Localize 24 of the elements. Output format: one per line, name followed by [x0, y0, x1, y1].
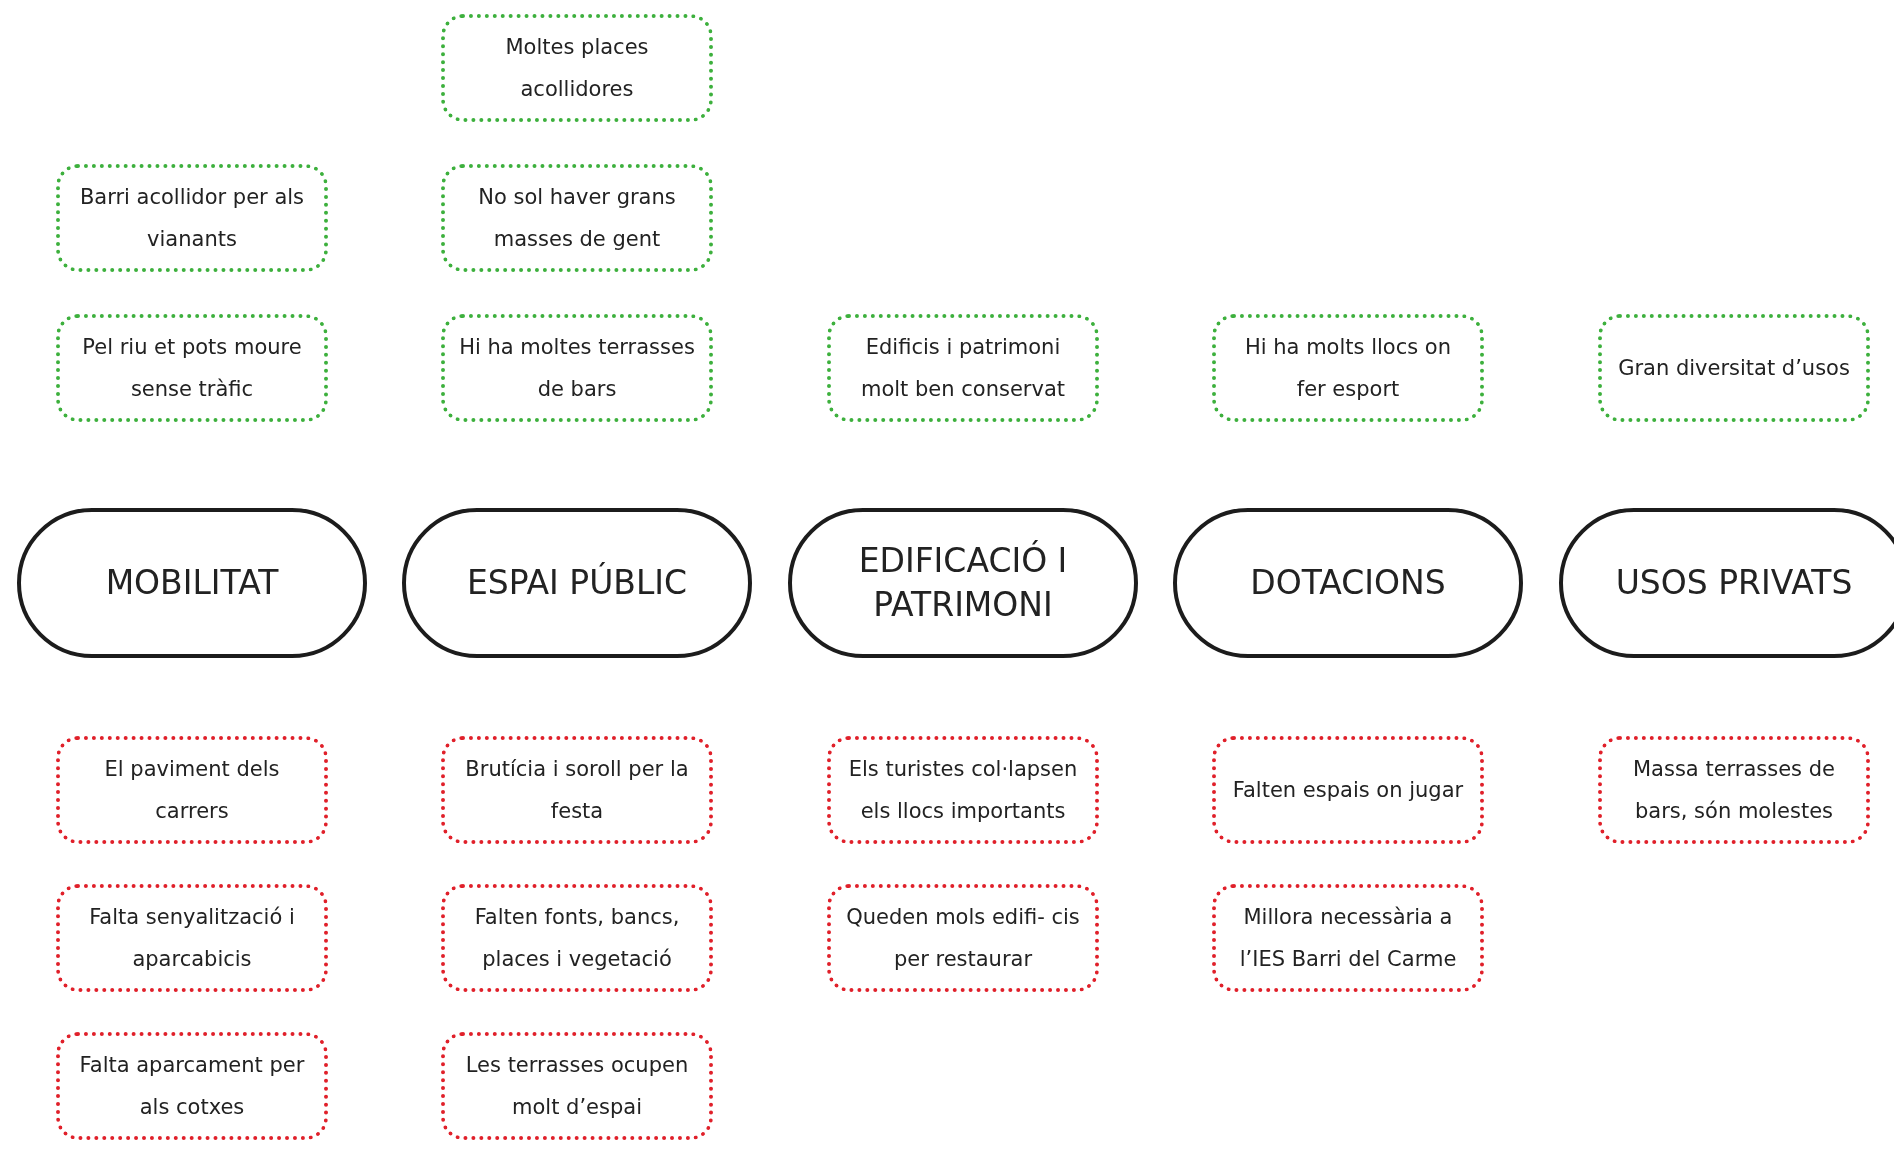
category-pill: DOTACIONS: [1173, 508, 1523, 658]
category-pill: USOS PRIVATS: [1559, 508, 1894, 658]
weakness-note-box: Brutícia i soroll per la festa: [441, 736, 713, 844]
category-pill: MOBILITAT: [17, 508, 367, 658]
weakness-note-box: Les terrasses ocupen molt d’espai: [441, 1032, 713, 1140]
weakness-note-box: Falta aparcament per als cotxes: [56, 1032, 328, 1140]
strength-note-box: Moltes places acollidores: [441, 14, 713, 122]
weakness-note-box: Queden mols edifi- cis per restaurar: [827, 884, 1099, 992]
strength-note-box: Pel riu et pots moure sense tràfic: [56, 314, 328, 422]
strength-note-box: Gran diversitat d’usos: [1598, 314, 1870, 422]
strength-note-box: Barri acollidor per als vianants: [56, 164, 328, 272]
strength-note-box: No sol haver grans masses de gent: [441, 164, 713, 272]
weakness-note-box: El paviment dels carrers: [56, 736, 328, 844]
strength-note-box: Hi ha moltes terrasses de bars: [441, 314, 713, 422]
weakness-note-box: Millora necessària a l’IES Barri del Carme: [1212, 884, 1484, 992]
strength-note-box: Hi ha molts llocs on fer esport: [1212, 314, 1484, 422]
category-pill: ESPAI PÚBLIC: [402, 508, 752, 658]
weakness-note-box: Falten fonts, bancs, places i vegetació: [441, 884, 713, 992]
weakness-note-box: Els turistes col·lapsen els llocs importants: [827, 736, 1099, 844]
weakness-note-box: Falta senyalització i aparcabicis: [56, 884, 328, 992]
strength-note-box: Edificis i patrimoni molt ben conservat: [827, 314, 1099, 422]
weakness-note-box: Falten espais on jugar: [1212, 736, 1484, 844]
weakness-note-box: Massa terrasses de bars, són molestes: [1598, 736, 1870, 844]
category-pill: EDIFICACIÓ I PATRIMONI: [788, 508, 1138, 658]
